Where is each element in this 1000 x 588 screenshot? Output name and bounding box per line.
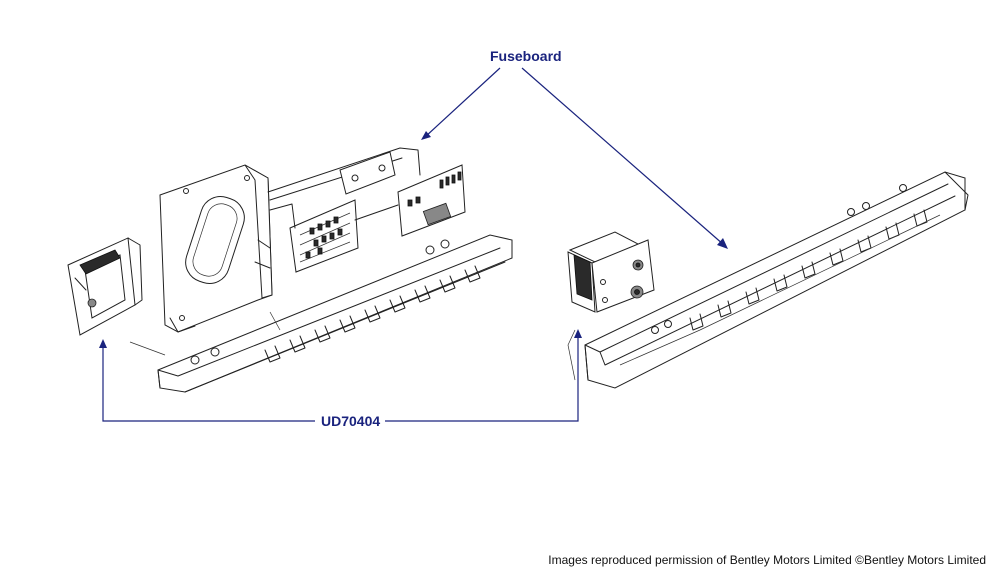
left-relay — [67, 237, 143, 336]
part-number-callout — [99, 329, 582, 422]
left-slotted-rail — [129, 234, 513, 393]
part-number-label: UD70404 — [318, 413, 384, 429]
left-mounting-plate — [159, 164, 273, 333]
copyright-credit: Images reproduced permission of Bentley … — [548, 553, 986, 567]
fuseboard-callout — [421, 67, 728, 249]
right-slotted-rail — [567, 171, 969, 389]
fuseboard-label: Fuseboard — [490, 48, 562, 64]
right-relay — [567, 231, 655, 313]
left-fuseboard-frame — [267, 147, 466, 273]
